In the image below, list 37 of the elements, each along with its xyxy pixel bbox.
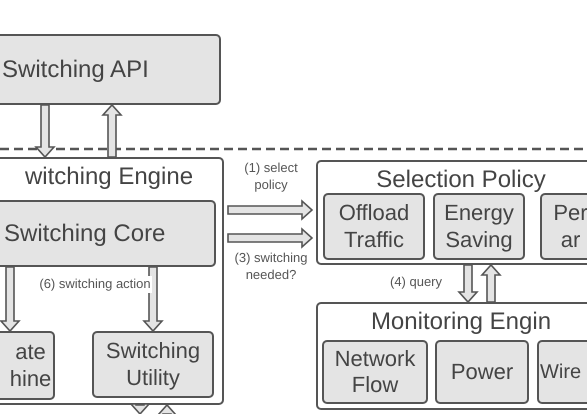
block-arrow <box>34 104 56 158</box>
container-box <box>0 157 224 405</box>
container-box <box>316 160 587 265</box>
container-title: witching Engine <box>24 165 194 189</box>
component-box <box>0 331 55 400</box>
component-label: Switching Utility <box>104 338 202 391</box>
component-label: Wire <box>539 360 582 384</box>
component-label: Network Flow <box>334 346 416 398</box>
block-arrow <box>227 227 314 249</box>
component-box <box>322 340 428 404</box>
component-box <box>0 34 221 105</box>
component-label: ate hine <box>8 339 52 392</box>
block-arrow <box>0 266 21 332</box>
block-arrow <box>457 264 479 304</box>
component-label: Switching API <box>1 58 149 82</box>
component-label: Offload Traffic <box>338 200 410 253</box>
component-label: Switching Core <box>3 222 166 246</box>
component-box <box>435 340 529 404</box>
component-label: Energy Saving <box>443 200 515 253</box>
container-box <box>316 302 587 410</box>
block-arrow <box>227 199 314 221</box>
block-arrow <box>156 404 178 414</box>
block-arrow <box>129 403 151 414</box>
edge-label: (6) switching action <box>38 276 152 293</box>
block-arrow <box>101 104 123 158</box>
component-box <box>323 193 425 260</box>
component-box <box>0 200 216 267</box>
container-title: Monitoring Engin <box>370 310 552 334</box>
component-box <box>540 193 587 260</box>
block-arrow <box>142 266 164 332</box>
component-box <box>92 331 214 398</box>
component-box <box>433 193 525 260</box>
component-label: Power <box>450 358 514 386</box>
component-label: Per ar <box>552 200 587 253</box>
component-box <box>537 340 587 404</box>
block-arrow <box>480 264 502 303</box>
container-title: Selection Policy <box>376 168 546 192</box>
